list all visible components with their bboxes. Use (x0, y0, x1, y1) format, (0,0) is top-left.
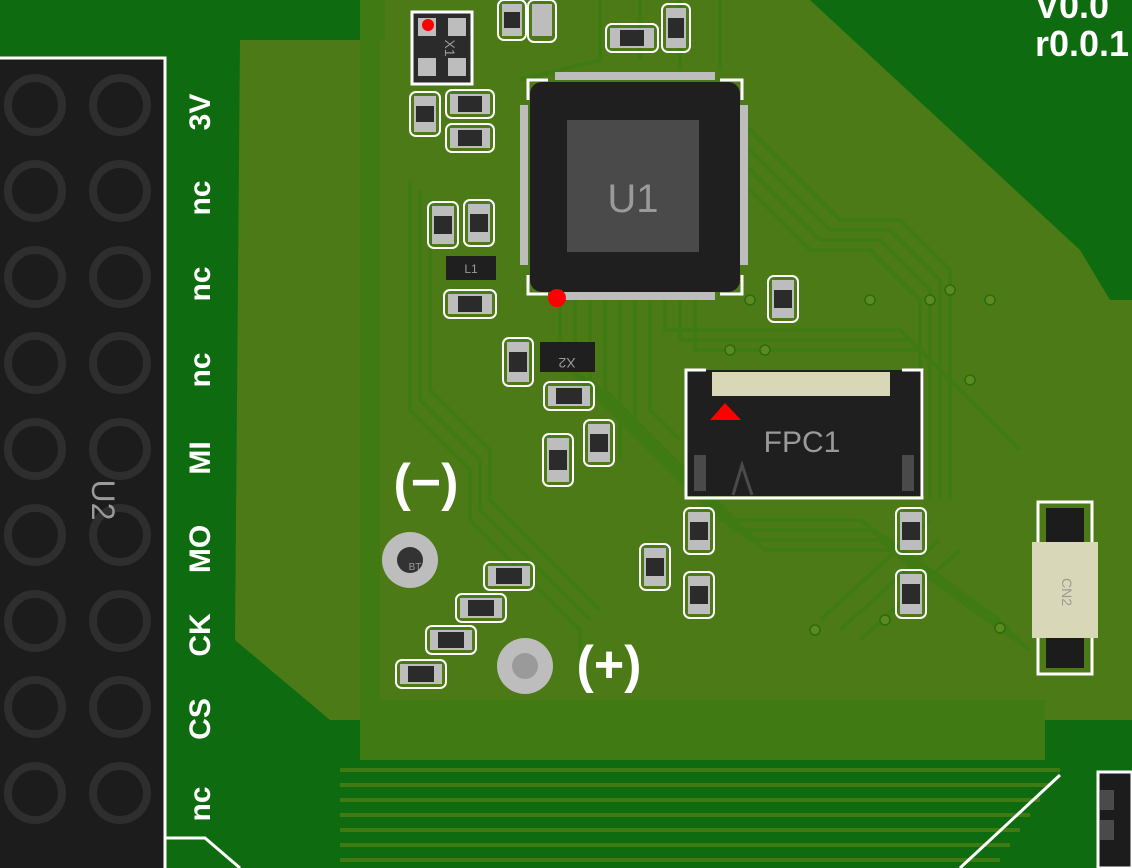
passive-r10 (443, 289, 497, 319)
passive-r16 (683, 507, 715, 555)
connector-cn2: CN2 (1032, 500, 1098, 676)
pin-label-mi: MI (184, 441, 217, 474)
pin1-marker-icon (548, 289, 566, 307)
battery-plus-label: (+) (577, 636, 642, 694)
fpc1-contacts (712, 372, 890, 396)
passive-r15 (542, 433, 574, 487)
crystal-x2: X2 (540, 342, 595, 372)
passive-r12 (502, 337, 534, 387)
chip-u1: U1 (520, 72, 748, 307)
version-line-1: V0.0 (1035, 0, 1109, 26)
pin-label-nc-4: nc (184, 786, 217, 821)
passive-r20 (895, 569, 927, 619)
header-pins (4, 74, 151, 824)
version-line-2: r0.0.1 (1035, 23, 1129, 64)
header-ref-label: U2 (85, 480, 121, 521)
passive-r4 (605, 23, 659, 53)
passive-r5 (409, 91, 441, 137)
pin-label-3v: 3V (184, 94, 217, 131)
x1-ref-label: X1 (442, 39, 458, 56)
pin-label-mo: MO (184, 525, 217, 573)
header-u2: U2 (0, 56, 167, 868)
u1-ref-label: U1 (607, 177, 658, 221)
battery-minus-label: (−) (394, 454, 459, 512)
partial-component-bottom-right (1096, 770, 1132, 868)
vias (724, 284, 1006, 636)
inductor-l1: L1 (446, 256, 496, 280)
fpc1-ref-label: FPC1 (764, 426, 841, 459)
version-text: V0.0 r0.0.1 (1035, 0, 1129, 64)
x1-pin1-marker (422, 19, 434, 31)
passive-r7 (445, 123, 495, 153)
passive-r21 (483, 561, 535, 591)
copper-pour-top-right (810, 0, 1132, 300)
connector-fpc1: FPC1 (684, 368, 924, 500)
battery-pads: (−) BT (+) (382, 454, 642, 694)
pin-label-nc-2: nc (184, 266, 217, 301)
l1-ref-label: L1 (464, 262, 478, 276)
fpc1-pin1-marker (710, 403, 741, 420)
passive-r3 (661, 3, 691, 53)
cn2-ref-label: CN2 (1059, 578, 1075, 606)
passive-r19 (895, 507, 927, 555)
silk-corner-right (958, 773, 1062, 868)
cn2-contacts (1032, 542, 1098, 638)
pin-label-nc-1: nc (184, 180, 217, 215)
u1-exposed-pad (567, 120, 699, 252)
passive-components (395, 0, 927, 689)
silk-corner-left (165, 836, 241, 868)
l1-body (446, 256, 496, 280)
crystal-x1: X1 (410, 10, 474, 86)
x2-ref-label: X2 (558, 355, 575, 371)
pin-label-nc-3: nc (184, 352, 217, 387)
passive-r24 (395, 659, 447, 689)
passive-r18 (683, 571, 715, 619)
passive-r17 (639, 543, 671, 591)
header-pin-labels: 3V nc nc nc MI MO CK CS nc (184, 94, 217, 822)
passive-r8 (427, 201, 459, 249)
passive-r11 (767, 275, 799, 323)
passive-r6 (445, 89, 495, 119)
passive-r14 (583, 419, 615, 467)
pin-label-cs: CS (184, 698, 217, 740)
passive-r9 (463, 199, 495, 247)
bt1-ref-label: BT (409, 562, 422, 573)
passive-r2 (527, 0, 557, 43)
passive-r23 (425, 625, 477, 655)
u1-pads (520, 72, 748, 300)
passive-r13 (543, 381, 595, 411)
passive-r22 (455, 593, 507, 623)
pin-label-ck: CK (184, 613, 217, 657)
passive-r1 (497, 0, 527, 41)
x2-body (540, 342, 595, 372)
